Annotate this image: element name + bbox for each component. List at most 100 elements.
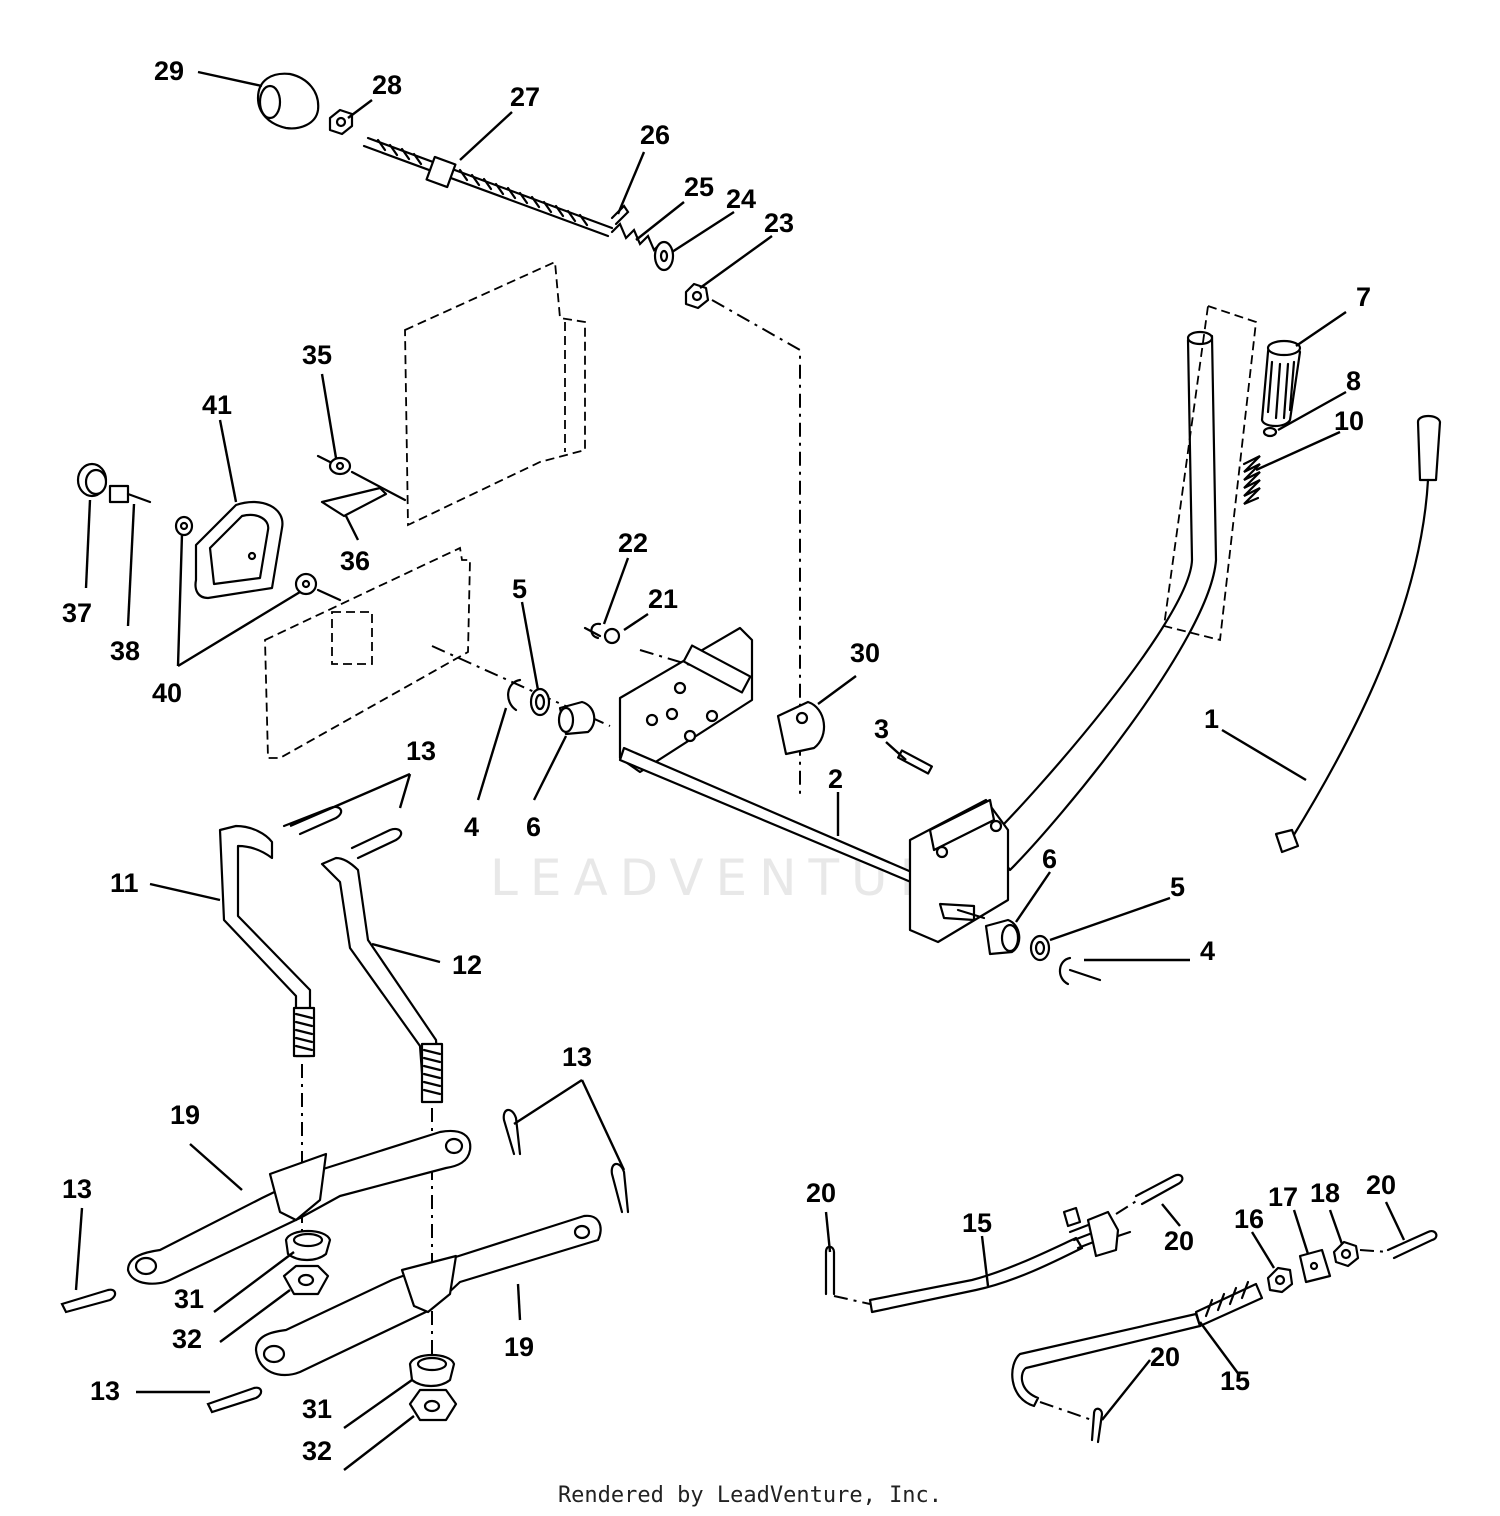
- nut-part-28: [328, 108, 354, 136]
- washer-part-24: [653, 240, 675, 272]
- callout-17: 17: [1268, 1182, 1298, 1212]
- callout-2: 2: [828, 764, 843, 794]
- callout-27: 27: [510, 82, 540, 112]
- clip-part-36: [320, 486, 388, 518]
- callout-5a: 5: [512, 574, 527, 604]
- bushing-part-6a: [557, 700, 596, 736]
- callout-3: 3: [874, 714, 889, 744]
- pivot-part-30: [776, 700, 826, 756]
- callout-20d: 20: [1150, 1342, 1180, 1372]
- callout-18: 18: [1310, 1178, 1340, 1208]
- nut-part-32a: [282, 1264, 330, 1296]
- washer-part-40b: [294, 572, 342, 602]
- frame-plate-upper-ghost: [404, 260, 586, 527]
- callout-35: 35: [302, 340, 332, 370]
- lift-arm-part-19a: [126, 1129, 472, 1285]
- nut-part-18: [1332, 1240, 1360, 1268]
- button-part-8: [1262, 426, 1278, 438]
- callout-38: 38: [110, 636, 140, 666]
- knob-part-29: [256, 72, 320, 130]
- link-15a-clip-line: [1115, 1199, 1139, 1215]
- callout-13a: 13: [406, 736, 436, 766]
- callout-20b: 20: [1164, 1226, 1194, 1256]
- callout-11: 11: [110, 868, 139, 898]
- cap-part-37: [76, 462, 108, 498]
- adjust-link-part-15b: [1011, 1280, 1264, 1408]
- footer-credit: Rendered by LeadVenture, Inc.: [557, 1483, 943, 1508]
- hairpin-clip-part-13d: [206, 1386, 263, 1414]
- retaining-ring-part-21: [603, 627, 621, 645]
- link-15b-pin-line: [1039, 1401, 1093, 1421]
- callout-16: 16: [1234, 1204, 1264, 1234]
- callout-37: 37: [62, 598, 92, 628]
- callout-8: 8: [1346, 366, 1361, 396]
- handle-part-lever: [908, 330, 1218, 944]
- rod-centerline: [711, 299, 801, 795]
- threaded-rod-part-27: [362, 136, 614, 238]
- pin-part-21-22-area: [583, 626, 752, 694]
- callout-13d: 13: [90, 1376, 120, 1406]
- callout-36: 36: [340, 546, 370, 576]
- callout-5b: 5: [1170, 872, 1185, 902]
- callout-4b: 4: [1200, 936, 1215, 966]
- washer-part-35: [316, 454, 407, 502]
- callout-21: 21: [648, 584, 678, 614]
- lift-link-part-11: [218, 824, 316, 1058]
- callout-20c: 20: [1366, 1170, 1396, 1200]
- callout-23: 23: [764, 208, 794, 238]
- handle-grip-ghost: [1162, 304, 1257, 642]
- e-ring-part-4b: [1058, 956, 1102, 986]
- callout-15a: 15: [962, 1208, 992, 1238]
- hairpin-clip-part-20d: [1090, 1407, 1104, 1444]
- callout-15b: 15: [1220, 1366, 1250, 1396]
- link-15b-clip-line: [1359, 1249, 1389, 1253]
- callout-4a: 4: [464, 812, 479, 842]
- frame-plate-lower-ghost: [264, 546, 471, 759]
- bushing-part-6b: [984, 918, 1021, 956]
- callout-10: 10: [1334, 406, 1364, 436]
- screw-part-38: [108, 484, 152, 504]
- callout-labels: 29 28 27 26 25 24 23 35 41 36 37 38 40 2…: [62, 56, 1396, 1466]
- spring-part-25: [610, 222, 662, 252]
- bushing-part-31a: [284, 1229, 332, 1262]
- callout-30: 30: [850, 638, 880, 668]
- hairpin-clip-part-13c: [60, 1288, 117, 1314]
- spring-part-10: [1242, 455, 1261, 506]
- bracket-part-41: [194, 500, 284, 600]
- callout-19b: 19: [504, 1332, 534, 1362]
- hairpin-clip-part-20a: [824, 1245, 836, 1296]
- callout-32b: 32: [302, 1436, 332, 1466]
- callout-12: 12: [452, 950, 482, 980]
- callout-32a: 32: [172, 1324, 202, 1354]
- rod-part-1: [1274, 414, 1442, 854]
- hairpin-clip-part-20c: [1386, 1230, 1438, 1260]
- washer-part-5a: [529, 687, 551, 717]
- callout-13c: 13: [62, 1174, 92, 1204]
- callout-40: 40: [152, 678, 182, 708]
- callout-1: 1: [1204, 704, 1219, 734]
- callout-13b: 13: [562, 1042, 592, 1072]
- trunnion-part-17: [1298, 1248, 1332, 1284]
- hairpin-clip-part-20b: [1134, 1173, 1184, 1206]
- pivot-bracket: [618, 626, 754, 774]
- nut-part-23: [684, 282, 710, 310]
- callout-26: 26: [640, 120, 670, 150]
- callout-41: 41: [202, 390, 232, 420]
- callout-29: 29: [154, 56, 184, 86]
- callout-31a: 31: [174, 1284, 204, 1314]
- callout-24: 24: [726, 184, 756, 214]
- trunnion-15a: [1062, 1206, 1132, 1258]
- callout-20a: 20: [806, 1178, 836, 1208]
- washer-part-5b: [1029, 934, 1051, 962]
- callout-31b: 31: [302, 1394, 332, 1424]
- roll-pin-part-3: [897, 749, 933, 775]
- callout-6a: 6: [526, 812, 541, 842]
- e-ring-part-4a: [507, 678, 522, 712]
- hairpin-clip-part-13a: [282, 805, 403, 860]
- grip-part-7: [1260, 339, 1302, 428]
- callout-7: 7: [1356, 282, 1371, 312]
- shaft-end: [956, 908, 986, 920]
- watermark: LEADVENTURE: [490, 849, 990, 907]
- leader-lines: [74, 70, 1406, 1471]
